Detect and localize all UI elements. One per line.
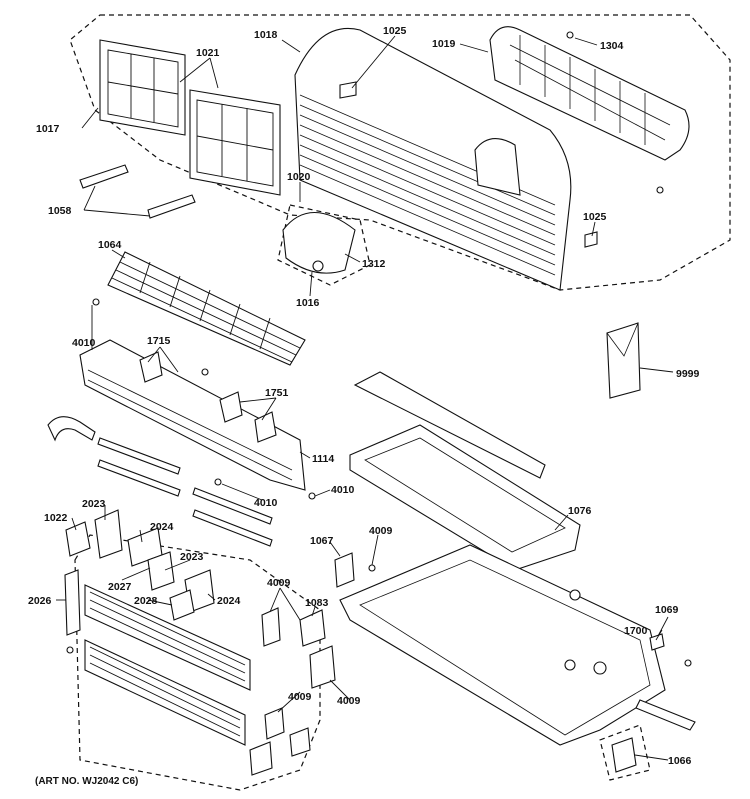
label-4010-right: 4010	[331, 484, 355, 496]
blower-wheel	[489, 26, 690, 194]
label-4009-lower-right: 4009	[337, 695, 361, 707]
front-frame	[79, 339, 316, 500]
louver-strips	[47, 416, 273, 547]
label-1715: 1715	[147, 335, 171, 347]
label-4010-left: 4010	[72, 337, 96, 349]
label-1017: 1017	[36, 123, 60, 135]
label-1022: 1022	[44, 512, 68, 524]
label-1083: 1083	[305, 597, 329, 609]
leader-lines	[56, 35, 674, 761]
label-2028: 2028	[134, 595, 158, 607]
part-1066	[611, 737, 637, 773]
mesh-grille	[107, 251, 306, 366]
label-1021: 1021	[196, 47, 220, 59]
part-1066-outline	[599, 724, 651, 781]
label-1016: 1016	[296, 297, 320, 309]
filter-left	[99, 39, 186, 136]
label-4009-pan: 4009	[369, 525, 393, 537]
label-2023-top: 2023	[82, 498, 106, 510]
label-1312: 1312	[362, 258, 386, 270]
label-1018: 1018	[254, 29, 278, 41]
label-1114: 1114	[312, 453, 334, 465]
front-grille	[64, 569, 251, 746]
bracket-1058-a	[79, 164, 129, 189]
label-2023-mid: 2023	[180, 551, 204, 563]
drain-pan	[349, 371, 581, 571]
label-4009-upper: 4009	[267, 577, 291, 589]
label-1025-top: 1025	[383, 25, 407, 37]
label-1069: 1069	[655, 604, 679, 616]
label-1751: 1751	[265, 387, 289, 399]
filter-right	[189, 89, 281, 196]
motor-cover	[277, 204, 371, 286]
bracket-1058-b	[147, 194, 196, 219]
label-1066: 1066	[668, 755, 692, 767]
label-1020: 1020	[287, 171, 311, 183]
literature-envelope	[606, 322, 641, 399]
label-2024-mid: 2024	[217, 595, 241, 607]
label-2026: 2026	[28, 595, 52, 607]
label-1304: 1304	[600, 40, 624, 52]
label-4010-mid: 4010	[254, 497, 278, 509]
base-pan	[339, 544, 696, 746]
label-1700: 1700	[624, 625, 648, 637]
upper-assembly-outline	[69, 14, 731, 291]
label-9999: 9999	[676, 368, 700, 380]
control-parts	[65, 509, 215, 621]
art-number: (ART NO. WJ2042 C6)	[35, 776, 138, 787]
cabinet	[294, 28, 598, 291]
label-1064: 1064	[98, 239, 122, 251]
part-labels: 1017 1021 1018 1025 1019 1304 1058 1020 …	[28, 25, 700, 787]
label-2024-top: 2024	[150, 521, 174, 533]
label-1067: 1067	[310, 535, 334, 547]
label-4009-lower-left: 4009	[288, 691, 312, 703]
brackets-4009	[249, 552, 376, 776]
label-1076: 1076	[568, 505, 592, 517]
label-2027: 2027	[108, 581, 132, 593]
label-1025-right: 1025	[583, 211, 607, 223]
label-1058: 1058	[48, 205, 72, 217]
label-1019: 1019	[432, 38, 456, 50]
screw-4010-a	[92, 298, 100, 306]
